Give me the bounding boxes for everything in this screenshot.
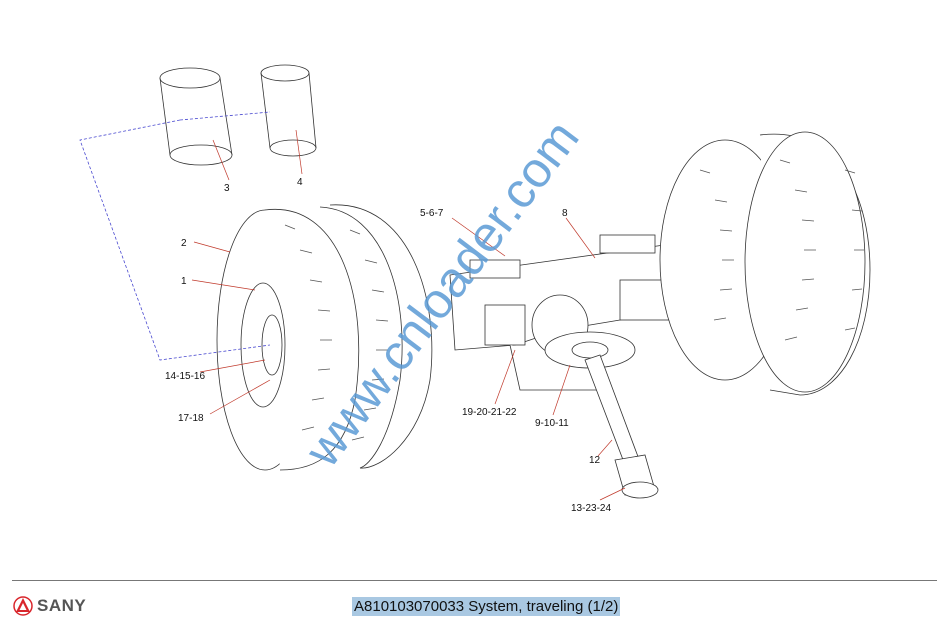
bushing-ring-3 <box>159 67 233 166</box>
sany-logo: SANY <box>12 595 86 617</box>
callout-3: 3 <box>224 183 230 194</box>
tire-left-inner <box>216 208 360 471</box>
brand-name: SANY <box>37 596 87 615</box>
wheel-rim-left <box>240 282 286 408</box>
callout-14-15-16: 14-15-16 <box>165 371 205 382</box>
axle-housing <box>449 234 711 391</box>
callout-17-18: 17-18 <box>178 413 204 424</box>
tread-pattern <box>284 159 864 441</box>
callout-1: 1 <box>181 276 187 287</box>
callout-5-6-7: 5-6-7 <box>420 208 444 219</box>
bushing-ring-4 <box>260 64 317 157</box>
callout-2: 2 <box>181 238 187 249</box>
tire-left-outer <box>319 204 433 469</box>
sany-logo-icon <box>13 596 33 616</box>
leader-lines <box>191 129 626 501</box>
footer-divider <box>12 580 937 581</box>
reference-dashed-line <box>79 111 271 361</box>
drive-shaft-12 <box>584 354 659 499</box>
callout-9-10-11: 9-10-11 <box>535 418 569 429</box>
callout-4: 4 <box>297 177 303 188</box>
callout-8: 8 <box>562 208 568 219</box>
tire-right-outer <box>744 131 871 396</box>
callout-12: 12 <box>589 455 601 466</box>
differential <box>531 294 636 369</box>
parts-diagram: 3 4 2 1 14-15-16 17-18 5-6-7 8 19-20-21-… <box>79 64 871 514</box>
callout-13-23-24: 13-23-24 <box>571 503 611 514</box>
callout-19-20-21-22: 19-20-21-22 <box>462 407 517 418</box>
page-title: A810103070033 System, traveling (1/2) <box>352 597 621 616</box>
